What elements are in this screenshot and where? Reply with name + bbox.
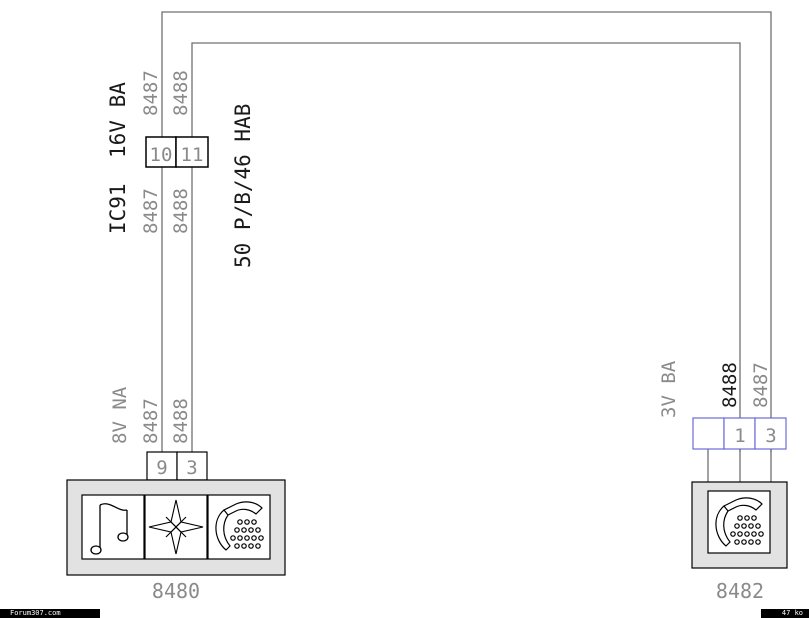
module-8482-pin-3: 3	[765, 425, 776, 447]
wire-label-8488-above: 8488	[170, 70, 192, 116]
module-8482	[691, 481, 788, 569]
module-8482-pin-empty-cell	[692, 417, 725, 450]
module-8482-connector: 1 3	[692, 417, 787, 450]
module-8482-connector-spec: 3V BA	[658, 360, 680, 418]
harness-note: 50 P/B/46 HAB	[231, 104, 255, 268]
module-8480-ref: 8480	[152, 579, 200, 603]
module-8480-pin-9-cell	[146, 451, 178, 481]
connector-ic91-ref: IC91	[106, 183, 130, 234]
module-8480-wire-label-8487: 8487	[140, 398, 162, 444]
connector-ic91-spec: 16V BA	[106, 82, 130, 158]
wire-label-8488-below: 8488	[170, 188, 192, 234]
connector-ic91-pin-10-cell	[145, 136, 177, 168]
footer-size-label: 47 ko	[761, 609, 809, 618]
telephone-icon	[715, 497, 764, 547]
wire-label-8487-above: 8487	[140, 70, 162, 116]
connector-ic91-pin-10: 10	[150, 144, 173, 166]
module-8480-wire-label-8488: 8488	[170, 398, 192, 444]
module-8480-connector-spec: 8V NA	[109, 386, 131, 444]
module-8482-ref: 8482	[716, 579, 764, 603]
connector-ic91-pin-11-cell	[175, 136, 209, 168]
telephone-icon	[215, 501, 264, 551]
wire-8488	[191, 42, 741, 452]
module-8482-wire-label-8488: 8488	[719, 362, 741, 408]
module-8480	[66, 479, 286, 576]
music-note-icon	[90, 503, 129, 555]
wire-8487	[161, 11, 772, 452]
connector-ic91-pin-11: 11	[181, 144, 204, 166]
compass-rose-icon	[148, 499, 204, 555]
module-8482-pin-1-cell	[723, 417, 756, 450]
footer-source-label: Forum307.com	[0, 609, 100, 618]
wire-label-8487-below: 8487	[140, 188, 162, 234]
module-8482-pin-3-cell	[754, 417, 787, 450]
module-8482-wire-label-8487: 8487	[750, 362, 772, 408]
connector-ic91: 10 11	[145, 136, 209, 168]
module-8480-connector: 9 3	[146, 451, 208, 481]
module-8480-pin-3: 3	[186, 457, 197, 479]
module-8482-pin-1: 1	[734, 425, 745, 447]
module-8480-pin-9: 9	[156, 457, 167, 479]
